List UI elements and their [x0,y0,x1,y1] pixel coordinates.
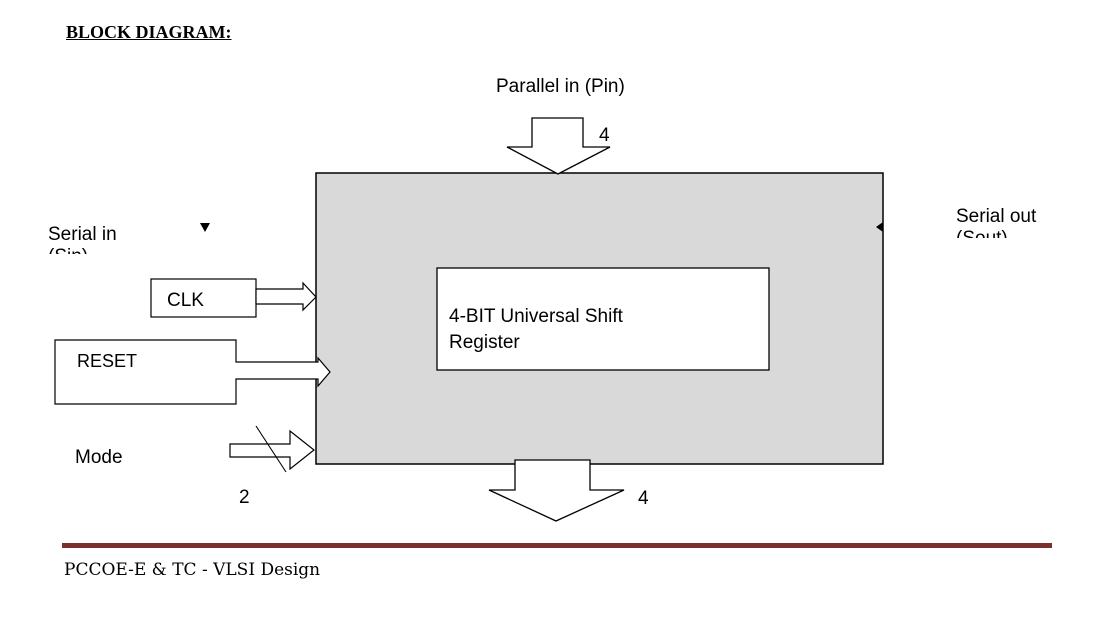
parallel-in-label: Parallel in (Pin) [496,76,625,97]
clk-label: CLK [167,290,204,311]
footer-rule [62,543,1052,548]
core-label: 4-BIT Universal Shift Register [449,306,623,353]
mode-width-label: 2 [239,487,250,508]
clk-arrow [255,281,317,312]
parallel-out-arrow [488,459,625,522]
clk-box [150,278,257,318]
parallel-out-width-label: 4 [638,488,649,509]
serial-in-label: Serial in (Sin) [48,224,117,254]
reset-block-arrow [54,339,331,405]
parallel-in-arrow [506,117,611,175]
serial-in-marker-icon [200,223,210,232]
section-heading: BLOCK DIAGRAM: [66,22,232,42]
serial-out-label: Serial out (Sout) [956,206,1037,238]
reset-label: RESET [77,351,138,371]
footer-text: PCCOE-E & TC - VLSI Design [64,560,321,580]
mode-bus-slash [255,425,287,473]
core-box [436,267,770,371]
parallel-in-width-label: 4 [599,125,610,146]
serial-out-marker-icon [876,222,883,232]
mode-label: Mode [75,447,123,468]
